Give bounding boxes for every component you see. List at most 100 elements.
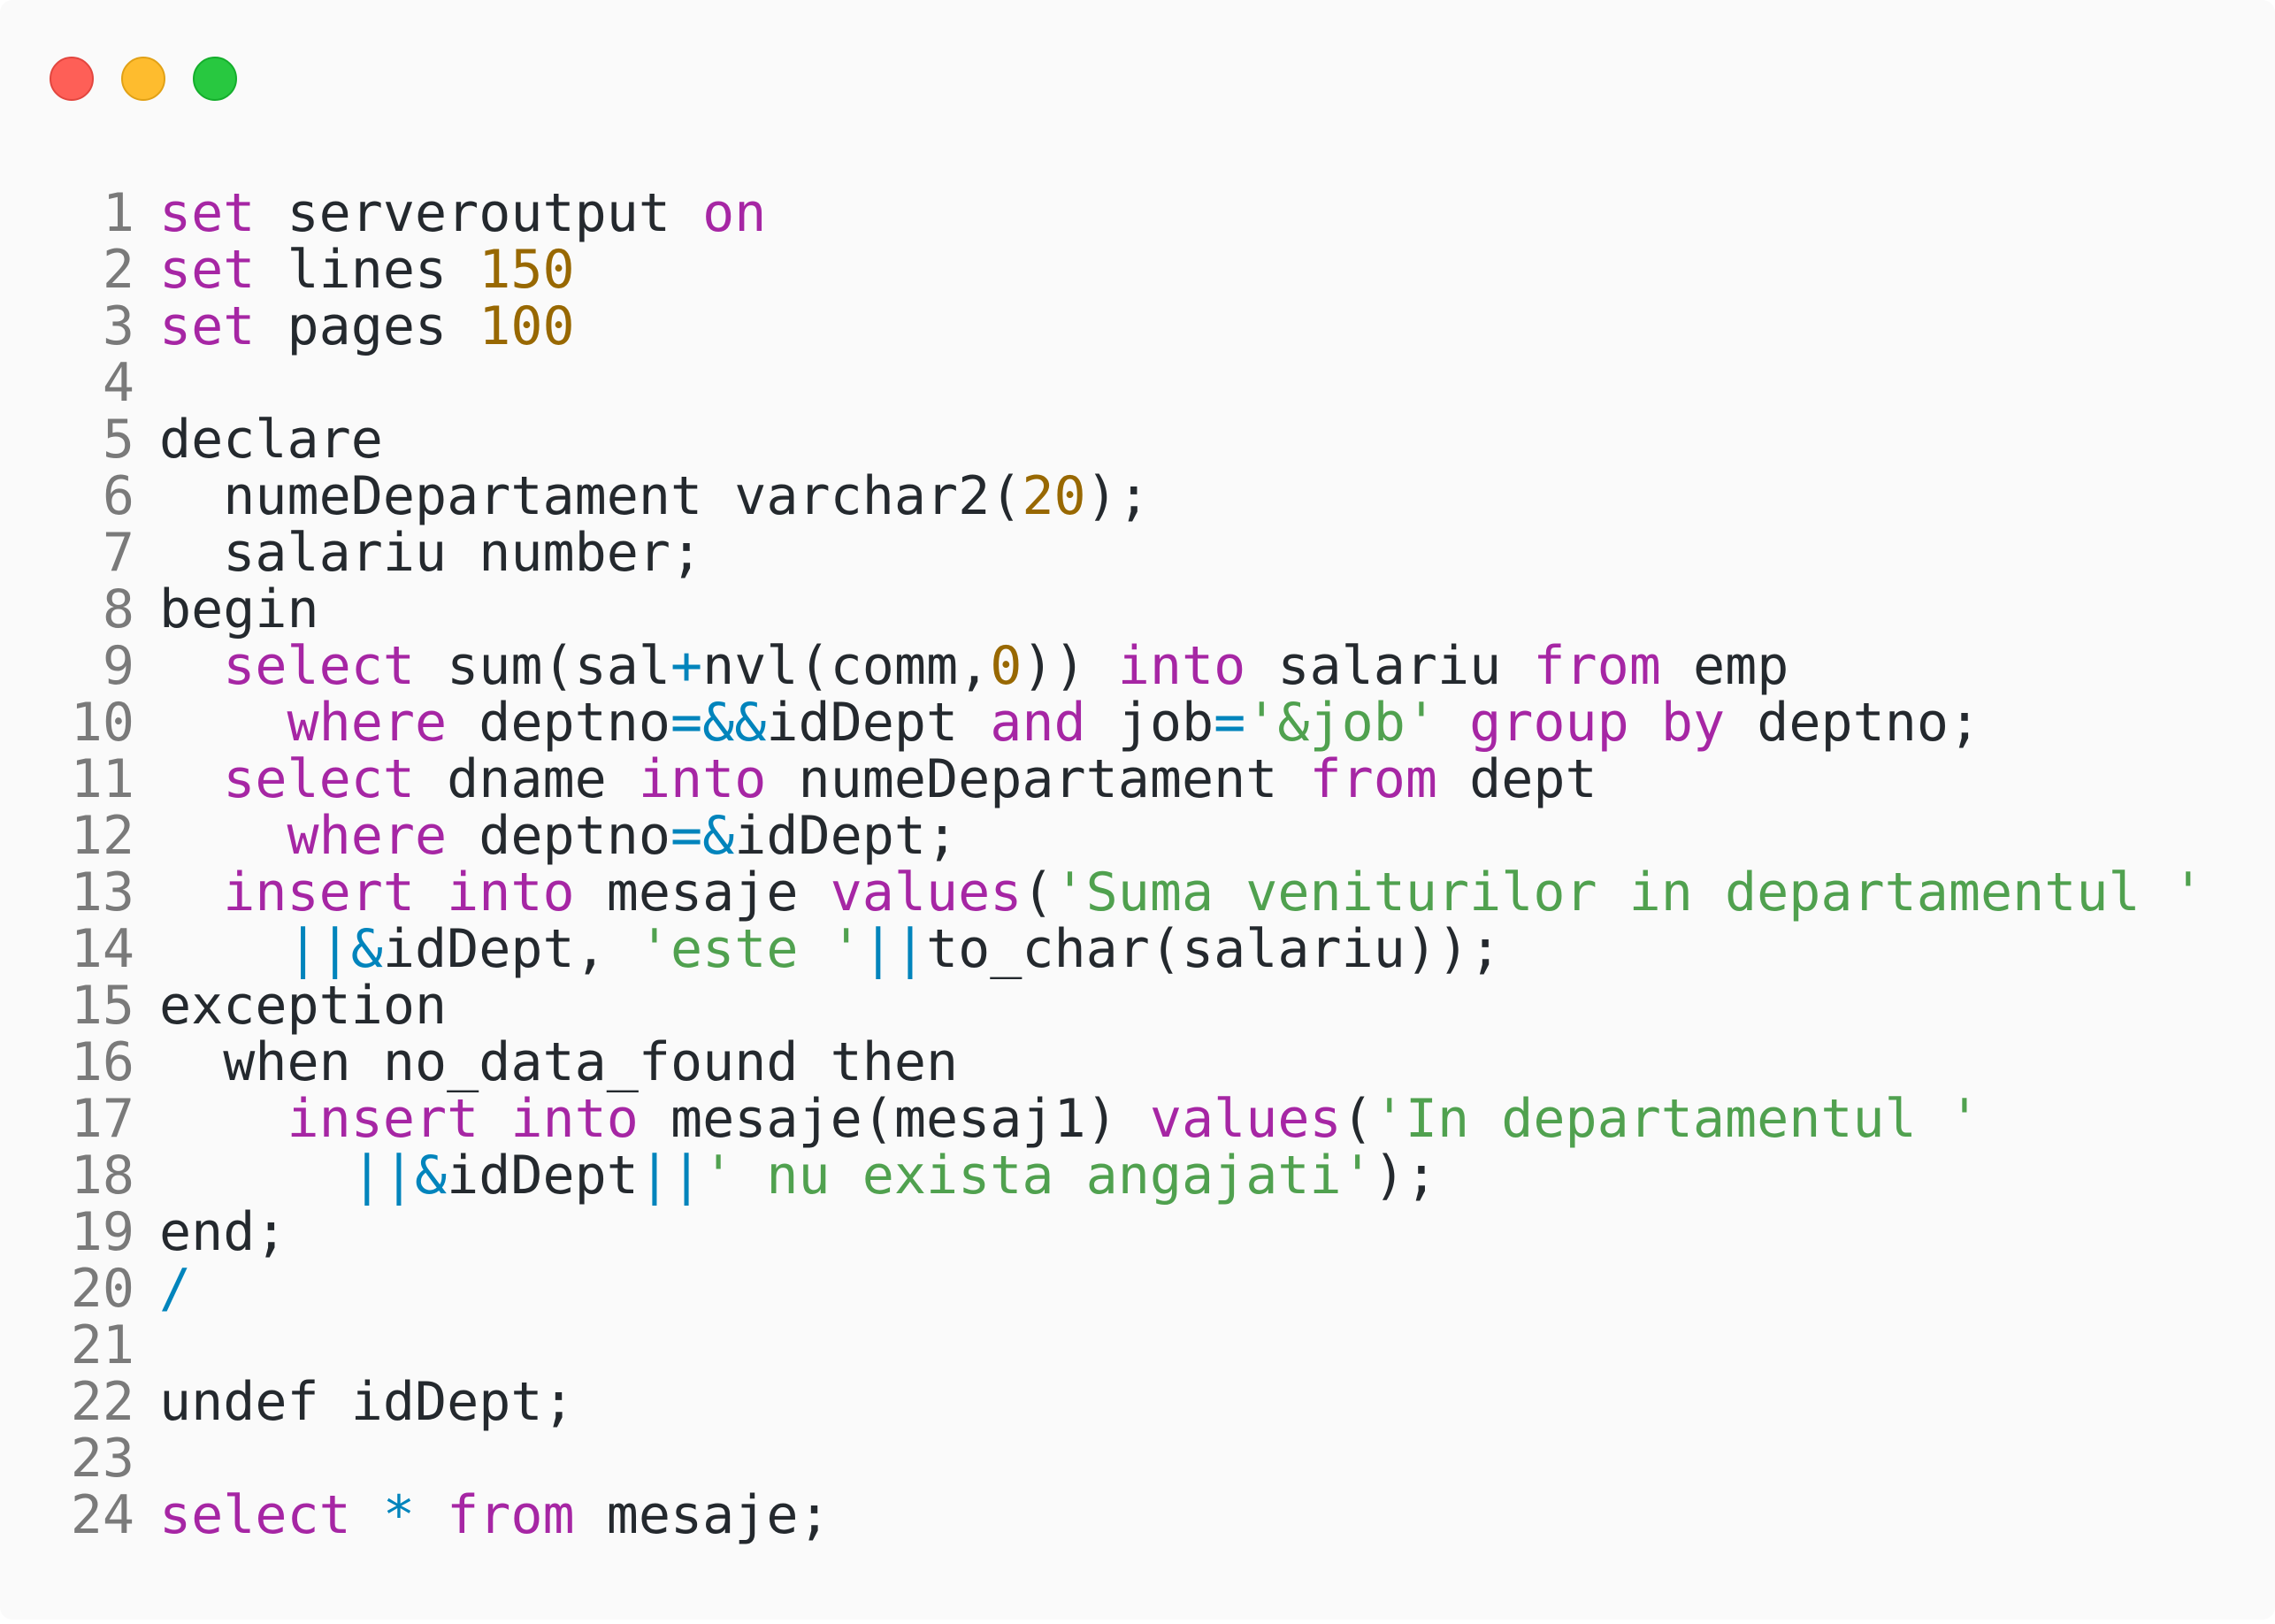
code-token: ( — [1341, 1088, 1374, 1150]
line-number: 4 — [102, 352, 134, 414]
line-content: insert into mesaje(mesaj1) values('In de… — [159, 1088, 1981, 1150]
code-token: mesaje — [574, 862, 831, 923]
line-content: when no_data_found then — [159, 1034, 958, 1091]
code-token: deptno — [447, 692, 670, 754]
code-token: pages — [255, 295, 479, 357]
code-token: to_char(salariu)); — [925, 918, 1502, 980]
code-line: 19 end; — [0, 1204, 2204, 1260]
code-token — [415, 1484, 447, 1546]
code-token: ); — [1085, 465, 1150, 527]
code-token: undef idDept; — [159, 1371, 575, 1433]
line-content: insert into mesaje values('Suma venituri… — [159, 864, 2204, 921]
code-token: from — [1533, 635, 1661, 697]
code-token: nvl(comm, — [702, 635, 991, 697]
line-content: where deptno=&idDept; — [159, 805, 959, 867]
code-token: + — [670, 635, 703, 697]
code-token: values — [1149, 1088, 1342, 1150]
code-token: idDept — [766, 692, 991, 754]
code-token: where — [287, 805, 448, 867]
line-content: select * from mesaje; — [159, 1487, 831, 1544]
code-line: 4 — [0, 355, 2204, 411]
line-number: 6 — [102, 465, 134, 527]
code-token: deptno — [447, 805, 670, 867]
close-button[interactable] — [50, 57, 94, 101]
code-token: set — [159, 182, 256, 244]
line-number: 13 — [70, 862, 134, 923]
line-number: 8 — [102, 578, 134, 640]
code-token: 150 — [479, 239, 575, 301]
window-controls — [50, 57, 237, 101]
line-content: where deptno=&&idDept and job='&job' gro… — [159, 692, 1981, 754]
code-token: =&& — [670, 692, 767, 754]
code-line: 17 insert into mesaje(mesaj1) values('In… — [0, 1091, 2204, 1147]
code-token: on — [702, 182, 767, 244]
code-line: 6 numeDepartament varchar2(20); — [0, 468, 2204, 525]
code-line: 16 when no_data_found then — [0, 1034, 2204, 1091]
code-token: exception — [159, 975, 448, 1037]
code-token — [159, 862, 223, 923]
line-number: 12 — [70, 805, 134, 867]
code-token: || — [638, 1145, 703, 1207]
line-content: set lines 150 — [159, 241, 575, 298]
code-token: sum(sal — [415, 635, 670, 697]
code-token: select — [223, 635, 415, 697]
code-line: 9 select sum(sal+nvl(comm,0)) into salar… — [0, 638, 2204, 694]
code-line: 7 salariu number; — [0, 525, 2204, 581]
code-token: insert into — [287, 1088, 639, 1150]
line-number: 7 — [102, 522, 134, 584]
code-token — [159, 692, 287, 754]
code-token: dept — [1436, 748, 1597, 810]
code-token: from — [1309, 748, 1437, 810]
code-line: 10 where deptno=&&idDept and job='&job' … — [0, 694, 2204, 751]
code-token: 0 — [990, 635, 1023, 697]
code-token: = — [1214, 692, 1246, 754]
line-number: 23 — [70, 1428, 134, 1490]
code-line: 13 insert into mesaje values('Suma venit… — [0, 864, 2204, 921]
code-token: lines — [255, 239, 479, 301]
line-content: ||&idDept, 'este '||to_char(salariu)); — [159, 918, 1502, 980]
code-token: numeDepartament — [766, 748, 1310, 810]
code-token: begin — [159, 578, 319, 640]
code-token: insert into — [223, 862, 575, 923]
code-token: =& — [670, 805, 735, 867]
line-number: 18 — [70, 1145, 134, 1207]
code-line: 12 where deptno=&idDept; — [0, 808, 2204, 864]
line-content: ||&idDept||' nu exista angajati'); — [159, 1147, 1437, 1204]
code-line: 8 begin — [0, 581, 2204, 638]
line-content: select dname into numeDepartament from d… — [159, 751, 1597, 808]
zoom-button[interactable] — [193, 57, 237, 101]
line-content: begin — [159, 581, 319, 638]
code-line: 21 — [0, 1317, 2204, 1374]
code-token: idDept, — [382, 918, 639, 980]
line-number: 19 — [70, 1201, 134, 1263]
code-token — [159, 918, 287, 980]
code-token: numeDepartament varchar2( — [159, 465, 1023, 527]
minimize-button[interactable] — [121, 57, 165, 101]
code-token: 20 — [1022, 465, 1086, 527]
line-number: 9 — [102, 635, 134, 697]
code-token: ||& — [287, 918, 383, 980]
code-token: deptno; — [1725, 692, 1981, 754]
line-content: end; — [159, 1204, 287, 1260]
code-token: set — [159, 239, 256, 301]
code-token: job — [1085, 692, 1214, 754]
code-token: ' nu exista angajati' — [702, 1145, 1374, 1207]
code-token: '&job' — [1245, 692, 1437, 754]
line-number: 17 — [70, 1088, 134, 1150]
code-token: 'In departamentul ' — [1373, 1088, 1981, 1150]
code-token: ||& — [350, 1145, 448, 1207]
code-token: into — [638, 748, 767, 810]
code-token — [159, 1145, 351, 1207]
line-content: exception — [159, 977, 447, 1034]
line-number: 21 — [70, 1314, 134, 1376]
code-token: )) — [1022, 635, 1118, 697]
line-content: set pages 100 — [159, 298, 575, 355]
code-token: salariu number; — [159, 522, 703, 584]
code-token: 'Suma veniturilor in departamentul ' — [1053, 862, 2204, 923]
